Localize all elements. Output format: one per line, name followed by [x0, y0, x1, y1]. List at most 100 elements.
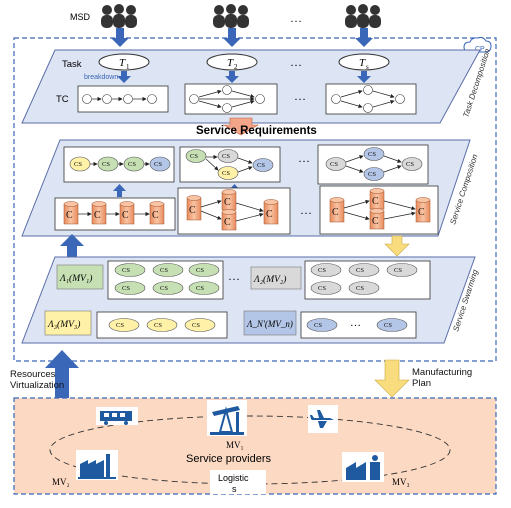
breakdown-label: breakdown: [84, 74, 118, 81]
plan-down-arrow: [374, 359, 410, 398]
svg-text:C: C: [266, 209, 273, 220]
svg-text:CS: CS: [160, 285, 168, 292]
svg-text:CS: CS: [160, 267, 168, 274]
cs-cluster-gray: CS CS CS CS CS: [304, 260, 431, 300]
svg-text:T: T: [227, 57, 234, 69]
svg-text:CS: CS: [384, 322, 392, 329]
svg-text:T: T: [119, 57, 126, 69]
tc-ellipsis: …: [294, 89, 306, 103]
svg-text:CS: CS: [192, 322, 200, 329]
cs-cluster-yellow: CS CS CS: [96, 311, 228, 339]
svg-text:C: C: [224, 197, 231, 208]
svg-text:CS: CS: [116, 322, 124, 329]
svg-text:C: C: [94, 210, 101, 221]
swarming-up-arrow: [60, 234, 84, 258]
mv2-label: MV₂: [52, 477, 70, 487]
svg-text:CS: CS: [257, 162, 265, 169]
task-node: T 1: [98, 53, 150, 71]
svg-text:CS: CS: [190, 153, 198, 160]
lambda-3-box: [44, 310, 92, 336]
manufacturing-plan-label: Manufacturing Plan: [412, 367, 473, 389]
lambda-n-label: Λ_N'(MV_n): [246, 319, 293, 329]
factory-icon: [342, 452, 384, 482]
svg-text:CS: CS: [128, 161, 136, 168]
svg-text:CS: CS: [356, 285, 364, 292]
svg-text:CS: CS: [154, 322, 162, 329]
svg-text:CS: CS: [196, 267, 204, 274]
svg-text:C: C: [418, 207, 425, 218]
lambda-1-label: Λ₁(MV₁): [59, 273, 92, 284]
task-node: T 2: [206, 53, 258, 71]
task-chain-box: [325, 83, 417, 115]
svg-text:CS: CS: [102, 161, 110, 168]
svg-text:CS: CS: [222, 153, 230, 160]
lambda-3-label: Λ₃(MV₃): [47, 319, 80, 330]
mv1-label: MV₁: [226, 440, 244, 450]
svg-text:CS: CS: [330, 161, 338, 168]
cs-chain-box: CS CS CS CS: [179, 146, 281, 183]
airplane-icon: [308, 405, 338, 433]
svg-text:1: 1: [126, 63, 130, 71]
svg-text:T: T: [359, 57, 366, 69]
cs-chain-box: CS CS CS CS: [317, 144, 429, 185]
svg-text:C: C: [224, 217, 231, 228]
resources-up-arrow: [45, 350, 79, 400]
logistics-box: [210, 470, 266, 494]
svg-text:CS: CS: [368, 171, 376, 178]
user-group-icon: [345, 4, 381, 28]
task-ellipsis: …: [290, 55, 302, 69]
c-ellipsis: …: [300, 203, 312, 217]
logistics-loop: [49, 415, 451, 485]
svg-text:CS: CS: [122, 285, 130, 292]
lambda-2-label: Λ₂(MV₂): [253, 274, 286, 285]
cp-frame: [13, 37, 497, 362]
cs-cluster-green: CS CS CS CS CS CS: [107, 260, 224, 300]
oil-pump-icon: [207, 400, 247, 436]
svg-text:C: C: [189, 205, 196, 216]
svg-text:CS: CS: [394, 267, 402, 274]
c-chain-box: C C C C: [177, 187, 291, 235]
swarm-ellipsis: …: [228, 269, 240, 283]
svg-text:C: C: [332, 207, 339, 218]
svg-text:CS: CS: [318, 285, 326, 292]
logistics-label-1: Logistic: [218, 473, 249, 483]
cs-chain-box: CS CS CS CS: [63, 146, 175, 183]
svg-text:CS: CS: [74, 161, 82, 168]
c-chain-box: C C C C: [319, 185, 439, 235]
svg-text:CS: CS: [122, 267, 130, 274]
service-requirements-label: Service Requirements: [196, 125, 317, 137]
svg-text:CS: CS: [368, 151, 376, 158]
breakdown-arrows: [117, 71, 371, 83]
msd-label: MSD: [70, 12, 91, 22]
task-chain-box: [184, 83, 278, 115]
svg-text:CS: CS: [318, 267, 326, 274]
mv3-label: MV₃: [392, 477, 410, 487]
cs-ellipsis: …: [298, 151, 310, 165]
svg-text:CS: CS: [356, 267, 364, 274]
factory-icon: [76, 450, 118, 480]
tc-label: TC: [56, 94, 69, 105]
task-node: T s: [338, 53, 390, 71]
user-group-icon: [101, 4, 137, 28]
svg-text:CS: CS: [406, 161, 414, 168]
svg-text:C: C: [152, 210, 159, 221]
lambda-1-box: [56, 264, 104, 290]
lambda-2-box: [250, 266, 302, 290]
svg-text:C: C: [372, 196, 379, 207]
resources-virtualization-label: Resources Virtualization: [10, 369, 65, 391]
svg-text:CS: CS: [222, 170, 230, 177]
requirements-arrow: [222, 117, 260, 136]
logistics-label-2: s: [232, 484, 237, 494]
c-chain-box: C C C C: [54, 197, 176, 231]
svg-text:CS: CS: [154, 161, 162, 168]
train-icon: [96, 407, 138, 425]
svg-text:C: C: [122, 210, 129, 221]
service-providers-title: Service providers: [186, 453, 271, 465]
plan-down-arrow-small: [384, 235, 410, 257]
task-label: Task: [62, 59, 82, 70]
svg-text:2: 2: [234, 63, 238, 71]
svg-text:CS: CS: [196, 285, 204, 292]
svg-text:C: C: [66, 210, 73, 221]
